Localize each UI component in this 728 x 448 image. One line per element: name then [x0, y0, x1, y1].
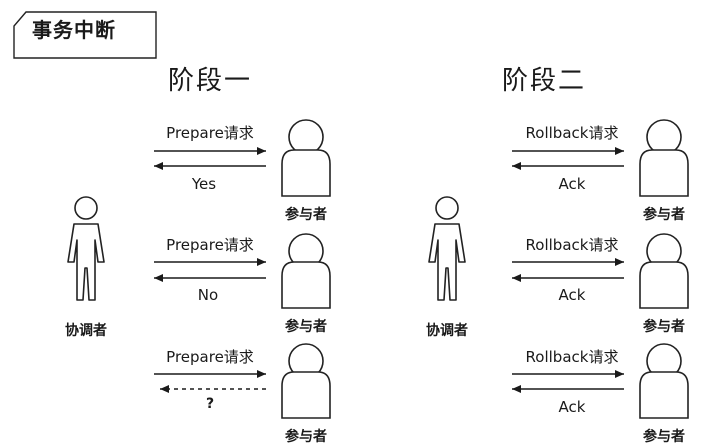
participant-label-2-1: 参与者	[643, 207, 685, 223]
response-label-1-2: No	[197, 286, 219, 304]
phase1-title: 阶段一	[168, 66, 253, 96]
coordinator-label-phase1: 协调者	[65, 323, 107, 339]
tag-box	[13, 11, 157, 59]
participant-label-1-3: 参与者	[285, 429, 327, 445]
participant-figure-1-1	[281, 119, 331, 197]
request-label-1-2: Prepare请求	[166, 236, 254, 254]
participant-label-1-2: 参与者	[285, 319, 327, 335]
request-label-2-3: Rollback请求	[525, 348, 619, 366]
participant-figure-2-1	[639, 119, 689, 197]
coordinator-label-phase2: 协调者	[426, 323, 468, 339]
response-label-2-1: Ack	[558, 175, 586, 193]
participant-figure-2-3	[639, 343, 689, 419]
participant-figure-1-3	[281, 343, 331, 419]
request-label-2-2: Rollback请求	[525, 236, 619, 254]
participant-label-1-1: 参与者	[285, 207, 327, 223]
participant-label-2-2: 参与者	[643, 319, 685, 335]
request-label-1-1: Prepare请求	[166, 124, 254, 142]
request-label-2-1: Rollback请求	[525, 124, 619, 142]
phase2-title: 阶段二	[502, 66, 587, 96]
request-label-1-3: Prepare请求	[166, 348, 254, 366]
response-label-1-1: Yes	[191, 175, 217, 193]
coordinator-figure-phase2	[428, 196, 466, 301]
participant-figure-1-2	[281, 233, 331, 309]
response-label-2-2: Ack	[558, 286, 586, 304]
response-label-2-3: Ack	[558, 398, 586, 416]
participant-label-2-3: 参与者	[643, 429, 685, 445]
participant-figure-2-2	[639, 233, 689, 309]
coordinator-figure-phase1	[67, 196, 105, 301]
response-label-1-3: ?	[205, 396, 215, 412]
tag-label: 事务中断	[32, 18, 116, 42]
